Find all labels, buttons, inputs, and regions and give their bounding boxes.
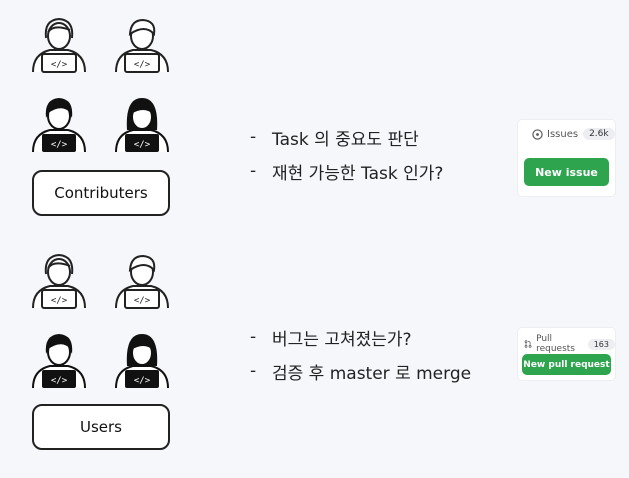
pull-requests-tab-label: Pull requests	[536, 334, 575, 354]
issues-tab-label: Issues	[547, 128, 579, 140]
developer-outline-icon	[111, 12, 173, 74]
bullet-item: -검증 후 master 로 merge	[250, 354, 471, 388]
issues-count-badge: 2.6k	[583, 128, 615, 140]
bullet-item: -재현 가능한 Task 인가?	[250, 154, 443, 188]
bullet-item: -Task 의 중요도 판단	[250, 120, 443, 154]
developer-outline-icon	[28, 248, 90, 310]
contributors-bullets: -Task 의 중요도 판단 -재현 가능한 Task 인가?	[250, 120, 443, 188]
issues-tab[interactable]: Issues 2.6k	[532, 128, 615, 140]
new-issue-button[interactable]: New issue	[524, 158, 609, 186]
bullet-item: -버그는 고쳐졌는가?	[250, 320, 471, 354]
users-label: Users	[32, 404, 170, 450]
pull-requests-tab[interactable]: Pull requests 163	[524, 334, 615, 354]
developer-filled-icon	[28, 328, 90, 390]
users-bullets: -버그는 고쳐졌는가? -검증 후 master 로 merge	[250, 320, 471, 388]
developer-filled-icon	[28, 92, 90, 154]
git-pull-request-icon	[524, 340, 532, 348]
pull-requests-count-badge: 163	[587, 338, 615, 350]
issues-panel: Issues 2.6k New issue	[518, 120, 615, 196]
pull-requests-panel: Pull requests 163 New pull request	[518, 328, 615, 380]
bullet-text: 검증 후 master 로 merge	[272, 363, 472, 384]
developer-outline-icon	[111, 248, 173, 310]
developer-filled-icon	[111, 92, 173, 154]
developer-outline-icon	[28, 12, 90, 74]
contributors-label: Contributers	[32, 170, 170, 216]
developer-filled-icon	[111, 328, 173, 390]
bullet-text: 재현 가능한 Task 인가?	[272, 163, 444, 184]
bullet-text: 버그는 고쳐졌는가?	[272, 329, 412, 350]
issue-opened-icon	[532, 128, 543, 140]
bullet-text: Task 의 중요도 판단	[272, 129, 419, 150]
new-pull-request-button[interactable]: New pull request	[522, 354, 611, 375]
